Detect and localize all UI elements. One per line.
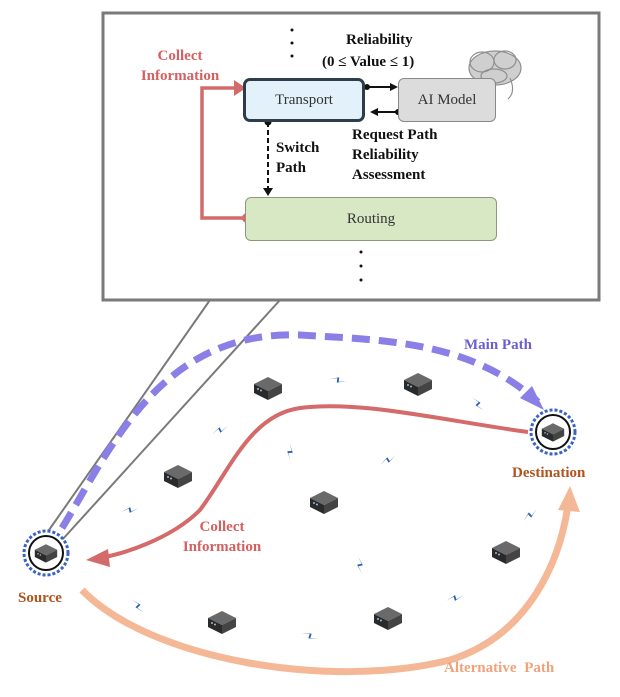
alternative-path [79, 504, 572, 675]
ai-model-label: AI Model [417, 91, 477, 108]
network-collect-information: Collect Information [182, 519, 262, 555]
source-node [22, 529, 70, 577]
request-path-label: Request Path Reliability Assessment [352, 127, 438, 183]
routing-label: Routing [346, 210, 396, 227]
source-label: Source [18, 590, 62, 606]
value-range-label: (0 ≤ Value ≤ 1) [322, 54, 415, 70]
collect-info-arrow [200, 86, 247, 220]
main-path-label: Main Path [464, 337, 532, 353]
transport-label: Transport [275, 91, 333, 108]
destination-node [529, 408, 577, 456]
relay-nodes [164, 373, 520, 634]
transport-box: Transport [243, 78, 365, 122]
ai-model-box: AI Model [398, 78, 496, 122]
callout-line-right [61, 299, 281, 541]
alternative-path-label: Alternative Path [444, 660, 555, 676]
brain-icon [468, 50, 522, 100]
routing-box: Routing [245, 197, 497, 241]
collect-info-path [97, 404, 529, 560]
main-path [59, 331, 541, 530]
ellipsis-top [290, 28, 294, 58]
reliability-label: Reliability [346, 32, 413, 48]
ellipsis-bottom [359, 250, 363, 282]
destination-label: Destination [512, 465, 586, 481]
switch-path-label: Switch Path [276, 140, 320, 176]
callout-collect-information: Collect Information [140, 48, 220, 84]
